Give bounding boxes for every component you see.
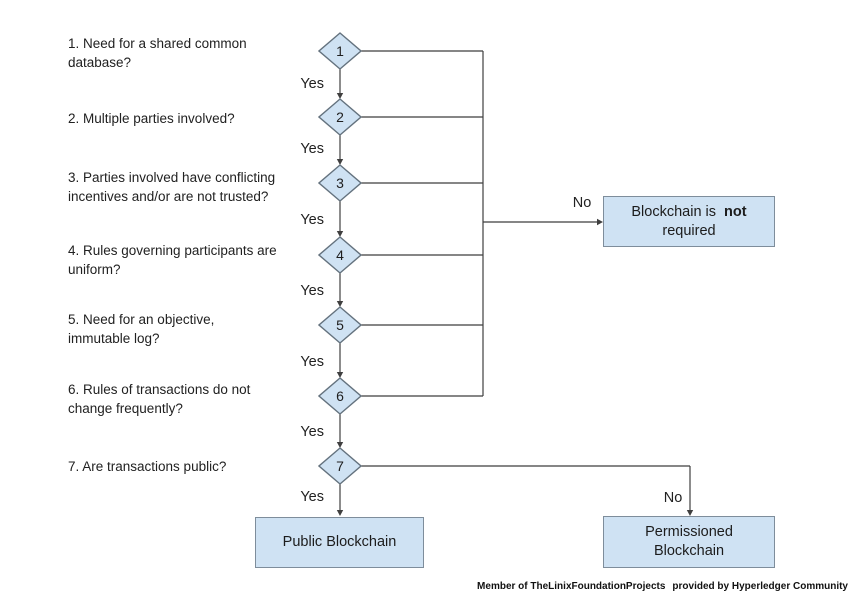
outcome-box-blockchain-not-required: Blockchain is not required	[603, 196, 775, 247]
question-2: 2. Multiple parties involved?	[68, 111, 235, 126]
question-5: 5. Need for an objective, immutable log?	[68, 312, 215, 346]
yes-label-3: Yes	[300, 212, 324, 228]
decision-diamond-3: 3	[318, 164, 362, 202]
diamond-number: 3	[336, 175, 344, 191]
question-3: 3. Parties involved have conflicting inc…	[68, 170, 276, 204]
no-label-not-required: No	[572, 195, 592, 211]
outcome-box-public-blockchain: Public Blockchain	[255, 517, 424, 568]
no-bus-lines	[361, 50, 691, 510]
yes-label-5: Yes	[300, 354, 324, 370]
question-6: 6. Rules of transactions do not change f…	[68, 382, 251, 416]
yes-label-7: Yes	[300, 489, 324, 505]
diamond-number: 6	[336, 388, 344, 404]
decision-diamond-5: 5	[318, 306, 362, 344]
diamond-shape	[318, 164, 362, 202]
yes-label-6: Yes	[300, 424, 324, 440]
outcome-label: Public Blockchain	[282, 534, 397, 550]
question-1: 1. Need for a shared common database?	[68, 36, 247, 70]
diamond-shape	[318, 377, 362, 415]
diamond-number: 4	[336, 247, 344, 263]
no-label-permissioned: No	[663, 490, 683, 506]
yes-label-4: Yes	[300, 283, 324, 299]
diamond-number: 7	[336, 458, 344, 474]
arrowheads	[336, 93, 694, 516]
decision-diamond-7: 7	[318, 447, 362, 485]
yes-label-1: Yes	[300, 76, 324, 92]
diamond-shape	[318, 32, 362, 70]
diamond-number: 5	[336, 317, 344, 333]
decision-diamond-6: 6	[318, 377, 362, 415]
diamond-shape	[318, 98, 362, 136]
footer-attribution: Member of TheLinixFoundationProjects prov…	[477, 581, 848, 592]
decision-diamond-4: 4	[318, 236, 362, 274]
outcome-label: Permissioned Blockchain	[645, 524, 733, 559]
question-4: 4. Rules governing participants are unif…	[68, 243, 277, 277]
yes-label-2: Yes	[300, 141, 324, 157]
decision-diamond-2: 2	[318, 98, 362, 136]
question-7: 7. Are transactions public?	[68, 459, 227, 474]
footer-provided-text: provided by Hyperledger Community	[672, 581, 848, 592]
footer-member-text: Member of TheLinixFoundationProjects	[477, 581, 666, 592]
diamond-number: 2	[336, 109, 344, 125]
diamond-shape	[318, 447, 362, 485]
outcome-box-permissioned-blockchain: Permissioned Blockchain	[603, 516, 775, 568]
outcome-label: Blockchain is not required	[631, 203, 747, 239]
bold-not: not	[724, 203, 747, 220]
decision-diamond-1: 1	[318, 32, 362, 70]
diamond-number: 1	[336, 43, 344, 59]
diamond-shape	[318, 236, 362, 274]
diamond-shape	[318, 306, 362, 344]
